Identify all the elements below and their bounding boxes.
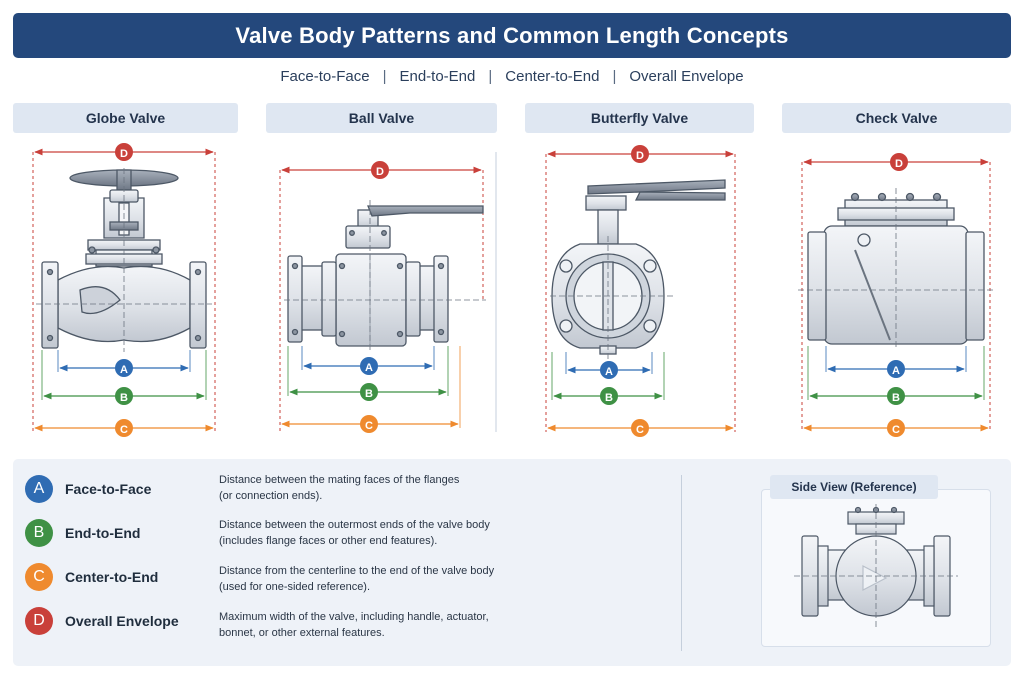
legend-item-d: D [25, 607, 53, 635]
subtitle-item-center-to-end: Center-to-End [505, 68, 600, 85]
legend-description: Distance from the centerline to the end … [219, 563, 549, 595]
badge-c: C [365, 420, 373, 432]
badge-c: C [636, 424, 644, 436]
butterfly-valve-title: Butterfly Valve [525, 103, 754, 133]
legend-desc-line: Maximum width of the valve, including ha… [219, 611, 489, 623]
ball-valve-drawing [279, 152, 497, 432]
subtitle-separator: | [612, 68, 617, 85]
subtitle-item-face-to-face: Face-to-Face [280, 68, 370, 85]
badge-b: B [605, 392, 613, 404]
subtitle-item-overall-envelope: Overall Envelope [629, 68, 744, 85]
subtitle-bar: Face-to-Face | End-to-End | Center-to-End | Ov… [0, 68, 1024, 85]
badge-d-icon: D [25, 607, 53, 635]
badge-d: D [636, 150, 644, 162]
legend-panel: A Face-to-Face Distance between the mati… [13, 459, 1011, 666]
check-dimension-badges: D A B C [887, 153, 908, 437]
globe-dimension-badges: D A B C [115, 143, 133, 437]
badge-b-icon: B [25, 519, 53, 547]
badge-d: D [376, 166, 384, 178]
badge-b: B [892, 392, 900, 404]
butterfly-dimension-badges: D A B C [600, 145, 649, 437]
subtitle-separator: | [382, 68, 387, 85]
legend-item-b: B [25, 519, 53, 547]
badge-a: A [365, 362, 373, 374]
badge-a-icon: A [25, 475, 53, 503]
legend-item-c: C [25, 563, 53, 591]
badge-b: B [365, 388, 373, 400]
subtitle-item-end-to-end: End-to-End [399, 68, 476, 85]
page-title: Valve Body Patterns and Common Length Co… [13, 13, 1011, 58]
legend-item-a: A [25, 475, 53, 503]
legend-desc-line: Distance between the outermost ends of t… [219, 519, 490, 531]
legend-description: Distance between the mating faces of the… [219, 472, 549, 504]
badge-d: D [120, 148, 128, 160]
subtitle-separator: | [488, 68, 493, 85]
legend-term: Overall Envelope [65, 613, 179, 629]
badge-a: A [892, 365, 900, 377]
badge-d: D [895, 158, 903, 170]
ball-valve-title: Ball Valve [266, 103, 497, 133]
badge-c: C [892, 424, 900, 436]
valve-diagrams: D A B C [32, 143, 994, 437]
badge-c: C [120, 424, 128, 436]
legend-desc-line: (includes flange faces or other end feat… [219, 535, 438, 547]
legend-desc-line: (or connection ends). [219, 490, 323, 502]
butterfly-valve-drawing [545, 150, 736, 432]
legend-term: End-to-End [65, 525, 141, 541]
badge-a: A [120, 364, 128, 376]
legend-description: Maximum width of the valve, including ha… [219, 609, 549, 641]
ball-dimension-badges: D A B C [360, 161, 389, 433]
check-valve-title: Check Valve [782, 103, 1011, 133]
badge-c-icon: C [25, 563, 53, 591]
side-view-drawing [794, 504, 958, 630]
legend-desc-line: Distance between the mating faces of the… [219, 474, 460, 486]
legend-desc-line: Distance from the centerline to the end … [219, 565, 495, 577]
legend-divider [681, 475, 682, 651]
legend-desc-line: (used for one-sided reference). [219, 581, 371, 593]
legend-description: Distance between the outermost ends of t… [219, 517, 549, 549]
legend-desc-line: bonnet, or other external features. [219, 627, 385, 639]
legend-term: Center-to-End [65, 569, 159, 585]
side-view-title: Side View (Reference) [770, 475, 938, 499]
legend-term: Face-to-Face [65, 481, 152, 497]
globe-valve-drawing [32, 148, 216, 432]
globe-valve-title: Globe Valve [13, 103, 238, 133]
badge-b: B [120, 392, 128, 404]
badge-a: A [605, 366, 613, 378]
